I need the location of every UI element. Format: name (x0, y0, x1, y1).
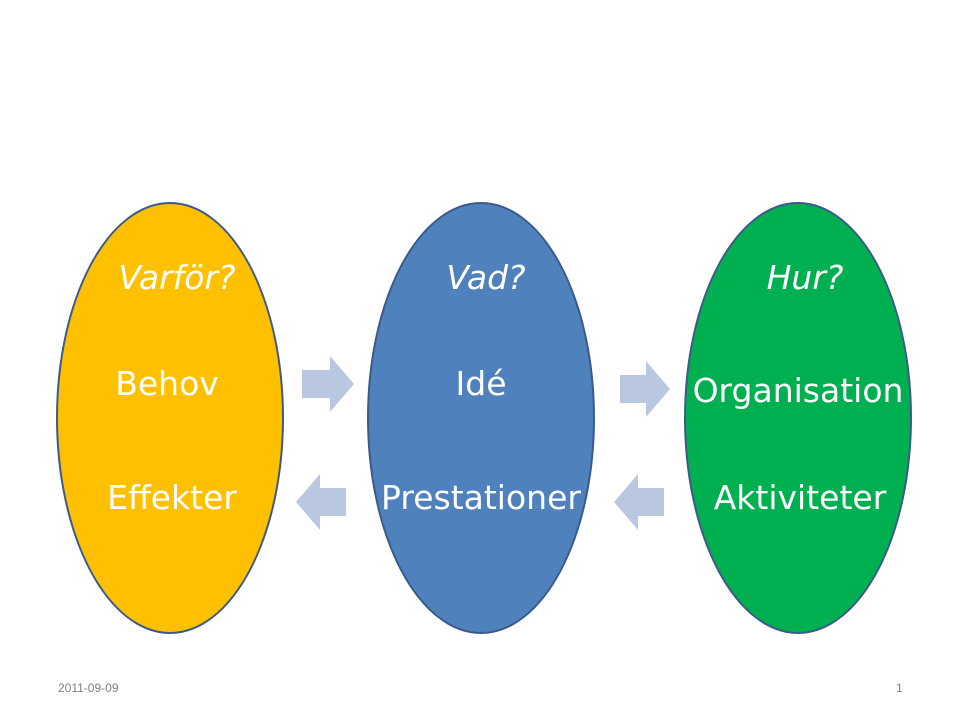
arrow-left-icon (296, 474, 346, 530)
arrow-left-icon (614, 474, 664, 530)
oval-vad-top-label: Idé (455, 364, 507, 403)
oval-vad-bottom-label: Prestationer (381, 478, 581, 517)
oval-hur-bottom-label: Aktiviteter (713, 478, 887, 517)
arrow-right-icon (302, 356, 354, 412)
oval-hur-top-label: Organisation (692, 371, 904, 410)
oval-vad-question: Vad? (446, 258, 526, 297)
page-number: 1 (896, 681, 903, 695)
oval-vad (367, 202, 595, 634)
oval-varfor-top-label: Behov (115, 364, 219, 403)
arrow-right-icon (620, 361, 670, 417)
oval-hur (684, 202, 912, 634)
oval-hur-question: Hur? (766, 258, 844, 297)
oval-varfor-question: Varför? (118, 258, 236, 297)
oval-varfor (56, 202, 284, 634)
footer-date: 2011-09-09 (58, 681, 119, 695)
oval-varfor-bottom-label: Effekter (107, 478, 237, 517)
